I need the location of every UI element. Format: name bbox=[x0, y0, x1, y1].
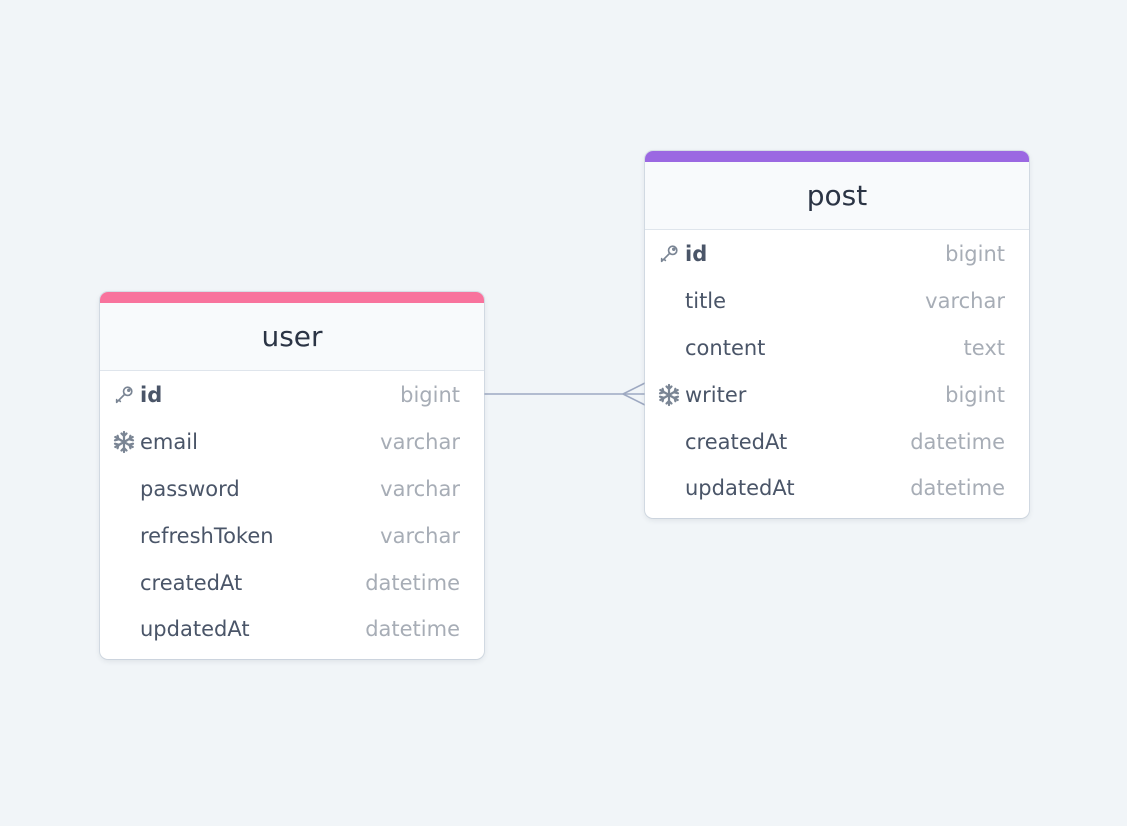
field-type: varchar bbox=[380, 476, 460, 501]
table-header[interactable]: post bbox=[645, 162, 1029, 230]
field-row-updatedAt[interactable]: updatedAt datetime bbox=[100, 606, 484, 653]
crowfoot-upper bbox=[622, 382, 646, 395]
field-name: refreshToken bbox=[140, 523, 274, 548]
field-type: bigint bbox=[945, 382, 1005, 407]
key-icon bbox=[657, 242, 681, 266]
field-name: email bbox=[140, 430, 198, 455]
field-type: datetime bbox=[910, 429, 1005, 454]
table-user[interactable]: user id bigint email varchar password varchar… bbox=[100, 292, 484, 659]
field-type: datetime bbox=[910, 476, 1005, 501]
field-type: varchar bbox=[925, 289, 1005, 314]
snowflake-icon bbox=[657, 383, 681, 407]
field-row-createdAt[interactable]: createdAt datetime bbox=[645, 418, 1029, 465]
field-type: datetime bbox=[365, 570, 460, 595]
field-name: updatedAt bbox=[685, 476, 795, 501]
field-type: bigint bbox=[945, 242, 1005, 267]
field-type: bigint bbox=[400, 383, 460, 408]
field-name: title bbox=[685, 289, 727, 314]
field-row-content[interactable]: content text bbox=[645, 325, 1029, 372]
field-row-updatedAt[interactable]: updatedAt datetime bbox=[645, 465, 1029, 512]
field-row-title[interactable]: title varchar bbox=[645, 278, 1029, 325]
table-accent-bar bbox=[645, 151, 1029, 162]
crowfoot-lower bbox=[622, 393, 646, 406]
snowflake-icon bbox=[112, 430, 136, 454]
field-name: id bbox=[685, 242, 708, 267]
table-accent-bar bbox=[100, 292, 484, 303]
key-icon bbox=[112, 383, 136, 407]
field-row-password[interactable]: password varchar bbox=[100, 466, 484, 513]
field-row-writer[interactable]: writer bigint bbox=[645, 371, 1029, 418]
field-name: createdAt bbox=[140, 570, 243, 595]
field-row-refreshToken[interactable]: refreshToken varchar bbox=[100, 512, 484, 559]
table-post[interactable]: post id bigint title varchar content text writ… bbox=[645, 151, 1029, 518]
field-name: id bbox=[140, 383, 163, 408]
field-row-id[interactable]: id bigint bbox=[100, 372, 484, 419]
table-header[interactable]: user bbox=[100, 303, 484, 371]
table-title: post bbox=[806, 179, 868, 212]
field-type: varchar bbox=[380, 523, 460, 548]
field-name: password bbox=[140, 476, 240, 501]
field-type: text bbox=[963, 335, 1005, 360]
field-name: createdAt bbox=[685, 429, 788, 454]
field-row-id[interactable]: id bigint bbox=[645, 231, 1029, 278]
field-list: id bigint title varchar content text writer big… bbox=[645, 230, 1029, 518]
field-type: varchar bbox=[380, 430, 460, 455]
field-name: writer bbox=[685, 382, 747, 407]
field-type: datetime bbox=[365, 617, 460, 642]
field-row-createdAt[interactable]: createdAt datetime bbox=[100, 559, 484, 606]
field-row-email[interactable]: email varchar bbox=[100, 419, 484, 466]
field-name: content bbox=[685, 335, 766, 360]
table-title: user bbox=[261, 320, 323, 353]
field-name: updatedAt bbox=[140, 617, 250, 642]
